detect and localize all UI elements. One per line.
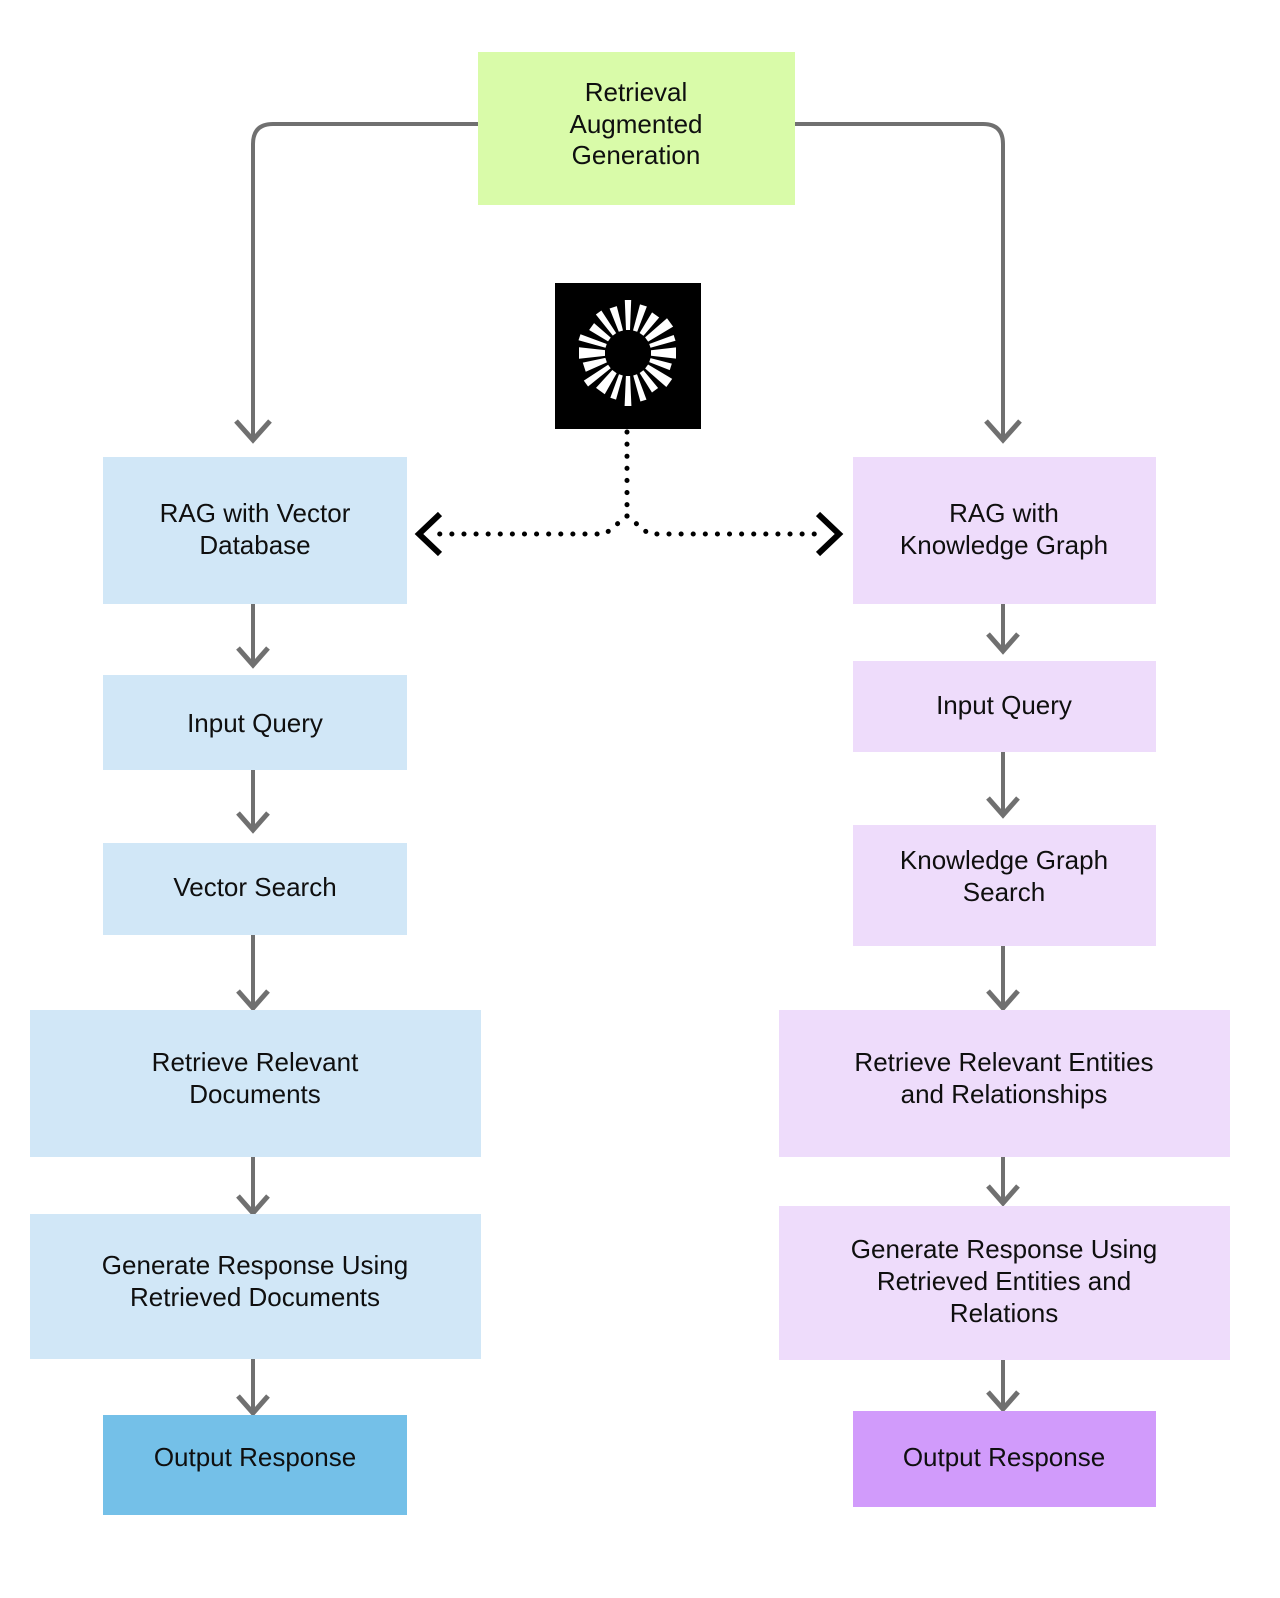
sunburst-logo	[555, 283, 701, 429]
edge-logo-to-right-dotted	[624, 513, 823, 537]
node-retrieve-relevant-entities-and-relationships[interactable]: Retrieve Relevant Entities and Relations…	[779, 1010, 1230, 1157]
node-left-0-label-line-2: Database	[199, 530, 310, 560]
edge-logo-to-left-dotted	[434, 513, 630, 537]
edge-logo-to-right-arrowhead	[815, 511, 844, 557]
node-left-5-label: Output Response	[154, 1442, 356, 1472]
node-root-label-line-3: Generation	[572, 140, 701, 170]
node-left-4-rect	[30, 1214, 481, 1359]
edge-left-2-3-arrowhead	[236, 989, 270, 1012]
edge-left-0-1-arrowhead	[236, 646, 270, 669]
node-right-output-response[interactable]: Output Response	[853, 1411, 1156, 1507]
edges-layer	[234, 122, 1022, 1417]
node-left-3-label-line-1: Retrieve Relevant	[152, 1047, 359, 1077]
node-left-3-rect	[30, 1010, 481, 1157]
node-retrieve-relevant-documents[interactable]: Retrieve Relevant Documents	[30, 1010, 481, 1157]
node-right-0-label-line-1: RAG with	[949, 498, 1059, 528]
node-right-input-query[interactable]: Input Query	[853, 661, 1156, 752]
node-left-0-label-line-1: RAG with Vector	[160, 498, 351, 528]
node-right-1-label: Input Query	[936, 690, 1072, 720]
edge-right-0-1-arrowhead	[986, 632, 1020, 655]
node-left-1-label: Input Query	[187, 708, 323, 738]
node-left-1-rect	[103, 675, 407, 770]
edge-root-to-left	[251, 122, 478, 437]
node-right-4-label-line-3: Relations	[950, 1298, 1058, 1328]
node-right-5-rect	[853, 1411, 1156, 1507]
node-root-label-line-2: Augmented	[570, 109, 703, 139]
node-right-2-rect	[853, 825, 1156, 946]
node-left-output-response[interactable]: Output Response	[103, 1415, 407, 1515]
node-vector-search[interactable]: Vector Search	[103, 843, 407, 935]
node-left-4-label-line-1: Generate Response Using	[102, 1250, 408, 1280]
node-retrieval-augmented-generation[interactable]: Retrieval Augmented Generation	[478, 52, 795, 205]
node-left-0-rect	[103, 457, 407, 604]
node-root-rect	[478, 52, 795, 205]
node-right-5-label: Output Response	[903, 1442, 1105, 1472]
edge-left-4-5-arrowhead	[236, 1394, 270, 1417]
edge-root-to-right	[795, 122, 1005, 437]
node-right-2-label-line-2: Search	[963, 877, 1045, 907]
sunburst-logo-mark	[578, 300, 676, 406]
node-right-4-label-line-2: Retrieved Entities and	[877, 1266, 1131, 1296]
edge-right-2-3-arrowhead	[986, 989, 1020, 1012]
node-left-5-rect	[103, 1415, 407, 1515]
node-rag-with-vector-database[interactable]: RAG with Vector Database	[103, 457, 407, 604]
node-left-input-query[interactable]: Input Query	[103, 675, 407, 770]
node-right-0-label-line-2: Knowledge Graph	[900, 530, 1108, 560]
edge-root-to-right-arrowhead	[984, 419, 1022, 444]
node-left-3-label-line-2: Documents	[189, 1079, 321, 1109]
node-right-3-rect	[779, 1010, 1230, 1157]
node-left-2-label: Vector Search	[173, 872, 336, 902]
edge-logo-to-left-arrowhead	[414, 511, 443, 557]
node-generate-response-using-retrieved-entities-and-relations[interactable]: Generate Response Using Retrieved Entiti…	[779, 1206, 1230, 1360]
node-rag-with-knowledge-graph[interactable]: RAG with Knowledge Graph	[853, 457, 1156, 604]
node-knowledge-graph-search[interactable]: Knowledge Graph Search	[853, 825, 1156, 946]
edge-right-3-4-arrowhead	[986, 1184, 1020, 1207]
node-right-1-rect	[853, 661, 1156, 752]
node-right-3-label-line-2: and Relationships	[901, 1079, 1108, 1109]
edge-left-3-4-arrowhead	[236, 1194, 270, 1217]
node-left-4-label-line-2: Retrieved Documents	[130, 1282, 380, 1312]
node-right-0-rect	[853, 457, 1156, 604]
node-right-3-label-line-1: Retrieve Relevant Entities	[854, 1047, 1153, 1077]
edge-root-to-left-arrowhead	[234, 419, 272, 444]
node-root-label-line-1: Retrieval	[585, 77, 688, 107]
node-right-4-rect	[779, 1206, 1230, 1360]
node-right-4-label-line-1: Generate Response Using	[851, 1234, 1157, 1264]
node-right-2-label-line-1: Knowledge Graph	[900, 845, 1108, 875]
node-left-2-rect	[103, 843, 407, 935]
edge-left-1-2-arrowhead	[236, 811, 270, 834]
edge-right-4-5-arrowhead	[986, 1390, 1020, 1413]
node-generate-response-using-retrieved-documents[interactable]: Generate Response Using Retrieved Docume…	[30, 1214, 481, 1359]
edge-right-1-2-arrowhead	[986, 796, 1020, 819]
